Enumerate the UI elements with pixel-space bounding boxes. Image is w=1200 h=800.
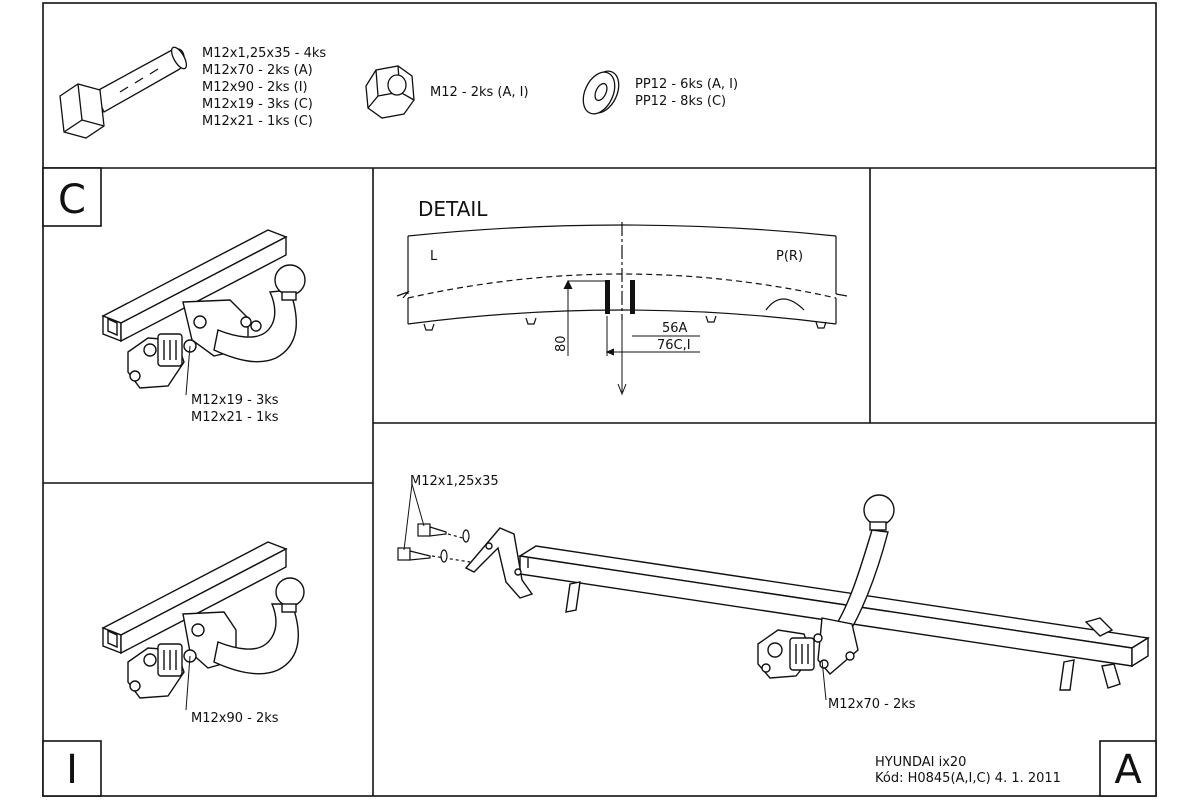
detail-dim-76ci: 76C,I xyxy=(657,338,691,353)
bolt-spec-5: M12x21 - 1ks (C) xyxy=(202,114,313,129)
panel-a-leaders xyxy=(403,483,827,701)
title-code-date: Kód: H0845(A,I,C) 4. 1. 2011 xyxy=(875,771,1061,786)
bolt-spec-4: M12x19 - 3ks (C) xyxy=(202,97,313,112)
panel-i-label: M12x90 - 2ks xyxy=(191,711,279,726)
detail-panel: DETAIL xyxy=(396,197,848,396)
bolt-icon xyxy=(59,46,188,139)
washer-spec-2: PP12 - 8ks (C) xyxy=(635,94,726,109)
towbar-a-illustration xyxy=(464,494,1150,691)
bolt-spec-list: M12x1,25x35 - 4ks M12x70 - 2ks (A) M12x9… xyxy=(202,46,326,129)
dimension-lines xyxy=(563,279,700,396)
exploded-bolts xyxy=(397,523,471,563)
panel-c-label-2: M12x21 - 1ks xyxy=(191,410,279,425)
panel-a-letter: A xyxy=(1114,747,1142,793)
panel-a-letter-box: A xyxy=(1099,740,1157,797)
bumper-profile xyxy=(396,222,848,331)
panel-i-letter: I xyxy=(66,747,78,793)
towbar-i-illustration xyxy=(101,541,305,699)
panel-c-letter-box: C xyxy=(42,167,102,227)
bar-marks xyxy=(605,280,635,314)
washer-spec-list: PP12 - 6ks (A, I) PP12 - 8ks (C) xyxy=(635,77,738,109)
bolt-spec-2: M12x70 - 2ks (A) xyxy=(202,63,313,78)
title-vehicle: HYUNDAI ix20 xyxy=(875,755,966,770)
detail-left-label: L xyxy=(430,249,438,264)
panel-i: I M12x90 - 2ks xyxy=(42,541,305,797)
detail-right-label: P(R) xyxy=(776,249,803,264)
panel-c-leader xyxy=(185,345,191,396)
bolt-spec-3: M12x90 - 2ks (I) xyxy=(202,80,308,95)
detail-dim-56a: 56A xyxy=(662,321,688,336)
panel-c: C M12x19 xyxy=(42,167,306,425)
nut-spec: M12 - 2ks (A, I) xyxy=(430,85,529,100)
panel-a-bolt2-label: M12x70 - 2ks xyxy=(828,697,916,712)
detail-dim-80: 80 xyxy=(554,335,569,352)
panel-i-letter-box: I xyxy=(42,740,102,797)
nut-icon xyxy=(365,65,415,119)
washer-icon xyxy=(582,70,620,115)
washer-spec-1: PP12 - 6ks (A, I) xyxy=(635,77,738,92)
title-block: HYUNDAI ix20 Kód: H0845(A,I,C) 4. 1. 201… xyxy=(875,755,1061,786)
towbar-c-illustration xyxy=(101,229,306,389)
bolt-spec-1: M12x1,25x35 - 4ks xyxy=(202,46,326,61)
panel-c-letter: C xyxy=(58,177,86,223)
detail-title: DETAIL xyxy=(418,197,488,221)
panel-i-leader xyxy=(185,655,191,711)
panel-a-bolt-label: M12x1,25x35 xyxy=(410,474,499,489)
panel-a: M12x1,25x35 M12x70 - 2ks HYUNDAI ix20 Kó… xyxy=(397,474,1157,797)
panel-c-label-1: M12x19 - 3ks xyxy=(191,393,279,408)
drawing-frame xyxy=(42,2,1157,797)
